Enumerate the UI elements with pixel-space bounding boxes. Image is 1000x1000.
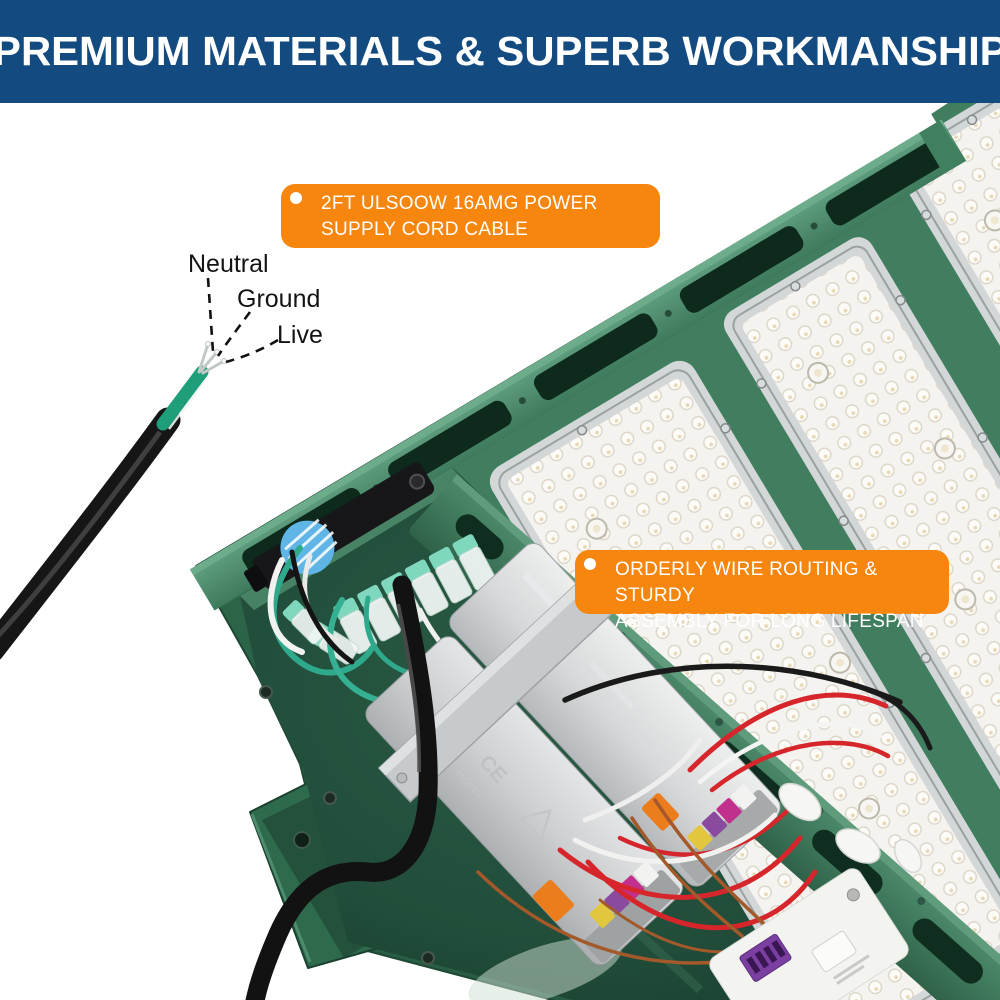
terminal-pcb	[709, 868, 909, 1000]
callout-assembly: ORDERLY WIRE ROUTING & STURDY ASSEMBLY F…	[575, 550, 949, 632]
ground-wire-insulation	[156, 365, 209, 431]
output-wiring	[476, 663, 933, 965]
warning-triangle-icon	[518, 809, 552, 842]
callout-line: 2FT ULSOOW 16AMG POWER	[321, 193, 598, 214]
bullet-dot-icon	[584, 558, 596, 570]
annotation-lines	[206, 277, 279, 364]
label-live-wire: Live	[277, 321, 323, 349]
housing-screw	[259, 685, 273, 699]
main-power-cable	[245, 575, 438, 1000]
housing-screw	[421, 951, 435, 965]
bar-screw	[409, 473, 426, 490]
led-drivers: CE RoHS	[365, 543, 781, 966]
bullet-dot-icon	[290, 192, 302, 204]
callout-power-cord: 2FT ULSOOW 16AMG POWER SUPPLY CORD CABLE	[281, 184, 660, 248]
banner: PREMIUM MATERIALS & SUPERB WORKMANSHIP	[0, 0, 1000, 103]
bare-wire-tips	[197, 342, 226, 375]
surge-protector-bar	[244, 462, 435, 592]
callout-line: ORDERLY WIRE ROUTING & STURDY	[615, 559, 878, 606]
arm-screw	[293, 831, 311, 849]
callout-line: SUPPLY CORD CABLE	[321, 219, 529, 240]
housing-screw	[323, 791, 337, 805]
label-ground-wire: Ground	[237, 285, 321, 313]
banner-title: PREMIUM MATERIALS & SUPERB WORKMANSHIP	[0, 28, 1000, 74]
stripped-power-cord	[0, 341, 227, 660]
callout-line: ASSEMBLY FOR LONG LIFESPAN	[615, 611, 924, 632]
label-neutral-wire: Neutral	[188, 250, 269, 278]
twist-wire-caps	[778, 782, 923, 874]
